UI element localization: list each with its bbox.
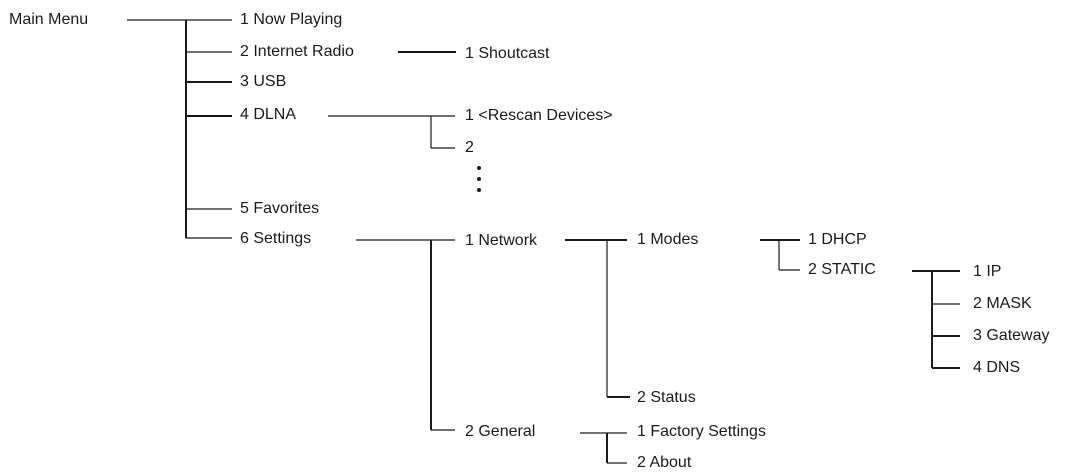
node-status: 2 Status <box>637 389 696 406</box>
node-dns: 4 DNS <box>973 359 1021 376</box>
node-network: 1 Network <box>465 232 538 249</box>
node-about: 2 About <box>637 454 692 471</box>
node-modes: 1 Modes <box>637 231 699 248</box>
node-internet-radio: 2 Internet Radio <box>240 43 354 60</box>
node-shoutcast: 1 Shoutcast <box>465 45 550 62</box>
node-static: 2 STATIC <box>808 261 876 278</box>
node-dhcp: 1 DHCP <box>808 231 867 248</box>
node-gateway: 3 Gateway <box>973 327 1050 344</box>
node-dlna-device-2: 2 <box>465 139 474 156</box>
node-usb: 3 USB <box>240 73 287 90</box>
node-rescan-devices: 1 <Rescan Devices> <box>465 107 613 124</box>
node-dlna: 4 DLNA <box>240 106 297 123</box>
node-favorites: 5 Favorites <box>240 200 320 217</box>
node-settings: 6 Settings <box>240 230 312 247</box>
node-main-menu: Main Menu <box>9 11 89 28</box>
node-now-playing: 1 Now Playing <box>240 11 343 28</box>
node-mask: 2 MASK <box>973 295 1032 312</box>
node-ip: 1 IP <box>973 263 1002 280</box>
node-general: 2 General <box>465 423 536 440</box>
node-factory-settings: 1 Factory Settings <box>637 423 766 440</box>
more-items-ellipsis <box>477 166 481 194</box>
